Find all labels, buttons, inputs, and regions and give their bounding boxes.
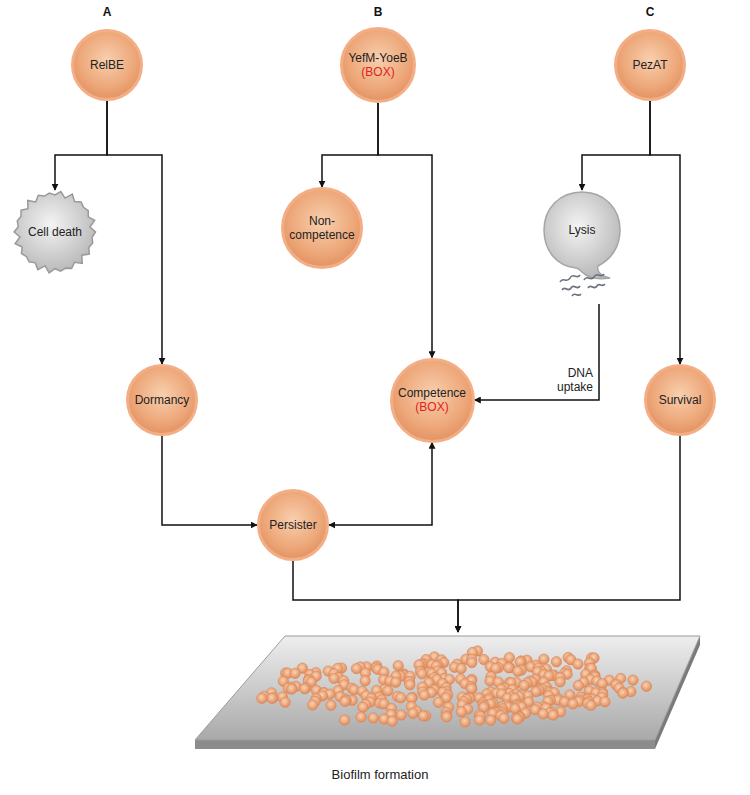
arrow-connector [329,443,432,526]
node-text: RelBE [90,58,124,72]
lysis-state: Lysis [532,190,632,302]
state-circle: Competence(BOX) [390,358,475,443]
toxin-antitoxin-module: YefM-YoeB(BOX) [340,27,416,103]
arrow-connector [55,101,107,190]
node-text: Non-competence [289,214,355,242]
state-circle: Non-competence [281,187,363,269]
arrow-connector [458,436,680,632]
biofilm-illustration [185,632,705,754]
node-text: PezAT [632,58,667,72]
arrow-connector [322,103,378,187]
arrow-connector [293,561,458,632]
arrow-connector [162,436,257,525]
state-circle: Persister [257,489,329,561]
column-letter: A [103,5,112,19]
cell-death-state: Cell death [13,190,97,274]
node-text: Persister [269,518,316,532]
lysing-cell-figure [532,190,632,302]
node-text: Lysis [569,223,596,237]
node-text: Survival [659,393,702,407]
arrow-connector [650,101,680,364]
arrow-connector [582,101,650,190]
node-text: (BOX) [415,400,448,414]
node-text: Cell death [28,225,82,239]
column-letter: C [646,5,655,19]
node-text: Competence [398,386,466,400]
toxin-antitoxin-module: PezAT [614,29,686,101]
biofilm-surface: Biofilm formation [185,632,705,791]
state-circle: Dormancy [126,364,198,436]
column-letter: B [374,5,383,19]
toxin-antitoxin-module: RelBE [71,29,143,101]
node-text: YefM-YoeB [348,51,407,65]
state-circle: Survival [644,364,716,436]
arrow-connector [475,304,600,400]
node-text: (BOX) [361,65,394,79]
arrow-connector [378,103,432,358]
edge-label: DNA uptake [537,366,593,394]
arrow-connector [107,101,162,364]
node-text: Dormancy [135,393,190,407]
node-text: Biofilm formation [332,768,429,782]
